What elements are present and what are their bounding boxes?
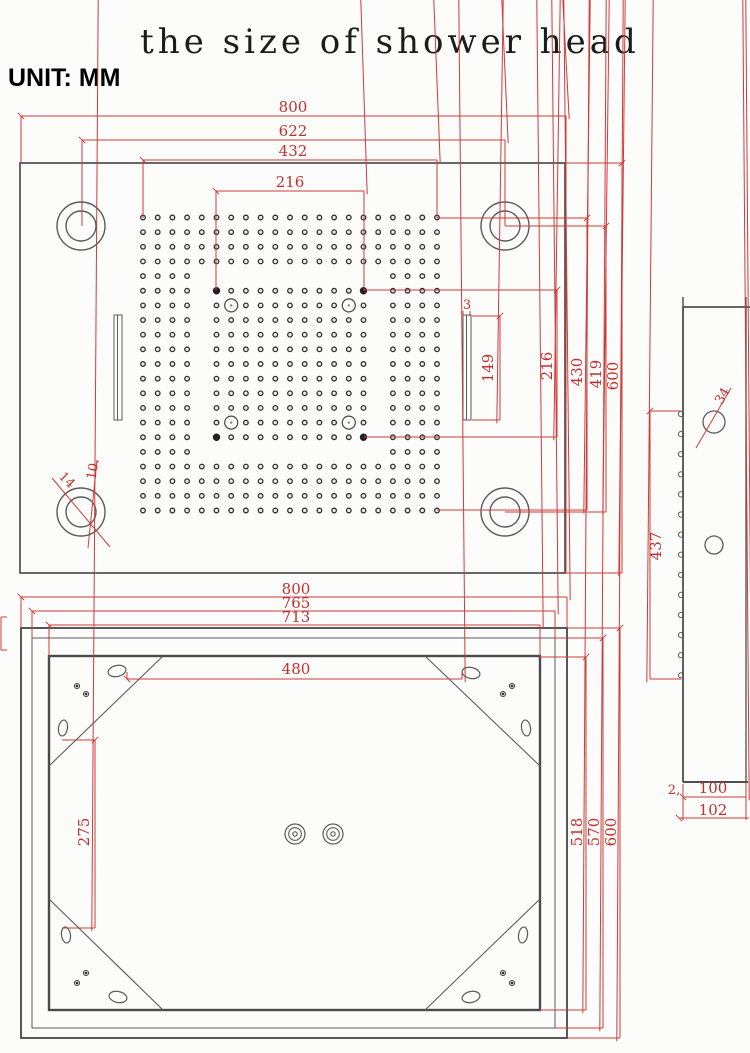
dim-bottom-518: 518 [568, 818, 586, 847]
dim-top-432: 432 [279, 142, 308, 160]
dimension-labels: 800 622 432 216 216 430 419 600 3 149 14… [55, 98, 733, 846]
page-title: the size of shower head [140, 22, 640, 62]
dim-bottom-765: 765 [282, 594, 311, 612]
dim-top-600: 600 [604, 362, 622, 391]
dim-top-430: 430 [568, 358, 586, 387]
dim-top-216-v: 216 [538, 352, 556, 381]
dim-slot-length-149: 149 [479, 354, 497, 383]
dim-bottom-570: 570 [585, 818, 603, 847]
unit-label: UNIT: MM [8, 64, 121, 92]
dim-top-216-h: 216 [276, 173, 305, 191]
dim-top-622: 622 [279, 122, 308, 140]
dim-hole-inner-10: 10. [84, 458, 102, 481]
dim-bottom-713: 713 [282, 608, 311, 626]
dim-side-437: 437 [647, 532, 665, 561]
dim-top-800: 800 [279, 98, 308, 116]
dim-side-100: 100 [699, 779, 728, 797]
dim-bottom-800: 800 [282, 580, 311, 598]
dim-bottom-600: 600 [602, 818, 620, 847]
dim-slot-width-3: 3 [463, 298, 471, 313]
dim-bottom-480: 480 [282, 660, 311, 678]
dim-side-102: 102 [699, 801, 728, 819]
dim-top-419: 419 [587, 360, 605, 389]
dim-side-34: 34 [712, 385, 733, 407]
drawing-linework [19, 162, 750, 1039]
dim-side-2: 2, [668, 783, 680, 798]
dim-bottom-275: 275 [75, 818, 93, 847]
